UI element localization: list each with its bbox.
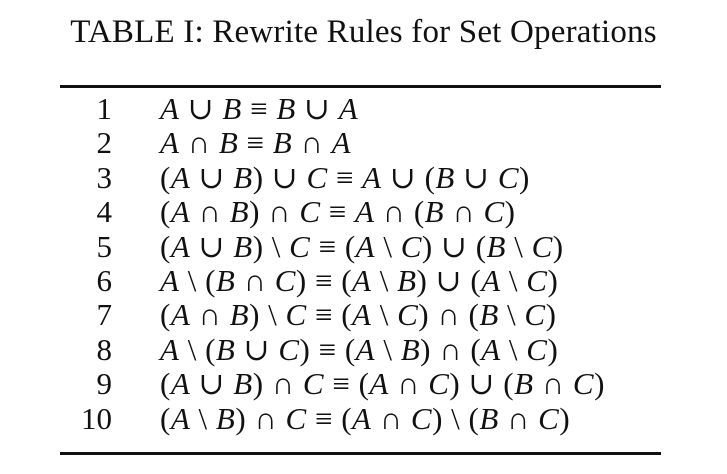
table-row: 6 A \ (B ∩ C) ≡ (A \ B) ∪ (A \ C) — [0, 262, 727, 298]
rule-expression: A ∪ B ≡ B ∪ A — [160, 91, 359, 126]
rule-number: 5 — [96, 228, 113, 264]
rule-number: 8 — [96, 331, 113, 367]
table-row: 3 (A ∪ B) ∪ C ≡ A ∪ (B ∪ C) — [0, 159, 727, 195]
table-row: 10 (A \ B) ∩ C ≡ (A ∩ C) \ (B ∩ C) — [0, 400, 727, 436]
rule-number: 2 — [96, 125, 113, 161]
table-row: 2 A ∩ B ≡ B ∩ A — [0, 125, 727, 161]
rule-number: 10 — [81, 400, 112, 436]
rule-number: 4 — [96, 194, 113, 230]
bottom-rule — [60, 452, 661, 455]
rules-table: 1 A ∪ B ≡ B ∪ A 2 A ∩ B ≡ B ∩ A 3 (A ∪ B… — [0, 91, 727, 436]
rule-expression: (A ∪ B) ∪ C ≡ A ∪ (B ∪ C) — [160, 159, 530, 195]
rule-number: 9 — [96, 366, 113, 402]
rule-number: 3 — [96, 159, 113, 195]
table-row: 4 (A ∩ B) ∩ C ≡ A ∩ (B ∩ C) — [0, 194, 727, 230]
rule-number: 6 — [96, 262, 113, 298]
table-row: 1 A ∪ B ≡ B ∪ A — [0, 91, 727, 126]
rule-expression: (A \ B) ∩ C ≡ (A ∩ C) \ (B ∩ C) — [160, 400, 571, 436]
table-row: 8 A \ (B ∪ C) ≡ (A \ B) ∩ (A \ C) — [0, 331, 727, 367]
rule-expression: (A ∪ B) \ C ≡ (A \ C) ∪ (B \ C) — [160, 228, 564, 264]
rule-expression: A \ (B ∩ C) ≡ (A \ B) ∪ (A \ C) — [160, 262, 559, 298]
table-row: 9 (A ∪ B) ∩ C ≡ (A ∩ C) ∪ (B ∩ C) — [0, 366, 727, 402]
rule-number: 1 — [96, 91, 113, 126]
top-rule — [60, 85, 661, 88]
rule-expression: (A ∪ B) ∩ C ≡ (A ∩ C) ∪ (B ∩ C) — [160, 366, 605, 402]
table-caption: TABLE I: Rewrite Rules for Set Operation… — [70, 14, 657, 50]
table-row: 5 (A ∪ B) \ C ≡ (A \ C) ∪ (B \ C) — [0, 228, 727, 264]
rule-expression: A \ (B ∪ C) ≡ (A \ B) ∩ (A \ C) — [160, 331, 559, 367]
rule-number: 7 — [96, 297, 113, 333]
rule-expression: (A ∩ B) \ C ≡ (A \ C) ∩ (B \ C) — [160, 297, 557, 333]
rule-expression: (A ∩ B) ∩ C ≡ A ∩ (B ∩ C) — [160, 194, 516, 230]
rule-expression: A ∩ B ≡ B ∩ A — [160, 125, 352, 161]
table-row: 7 (A ∩ B) \ C ≡ (A \ C) ∩ (B \ C) — [0, 297, 727, 333]
